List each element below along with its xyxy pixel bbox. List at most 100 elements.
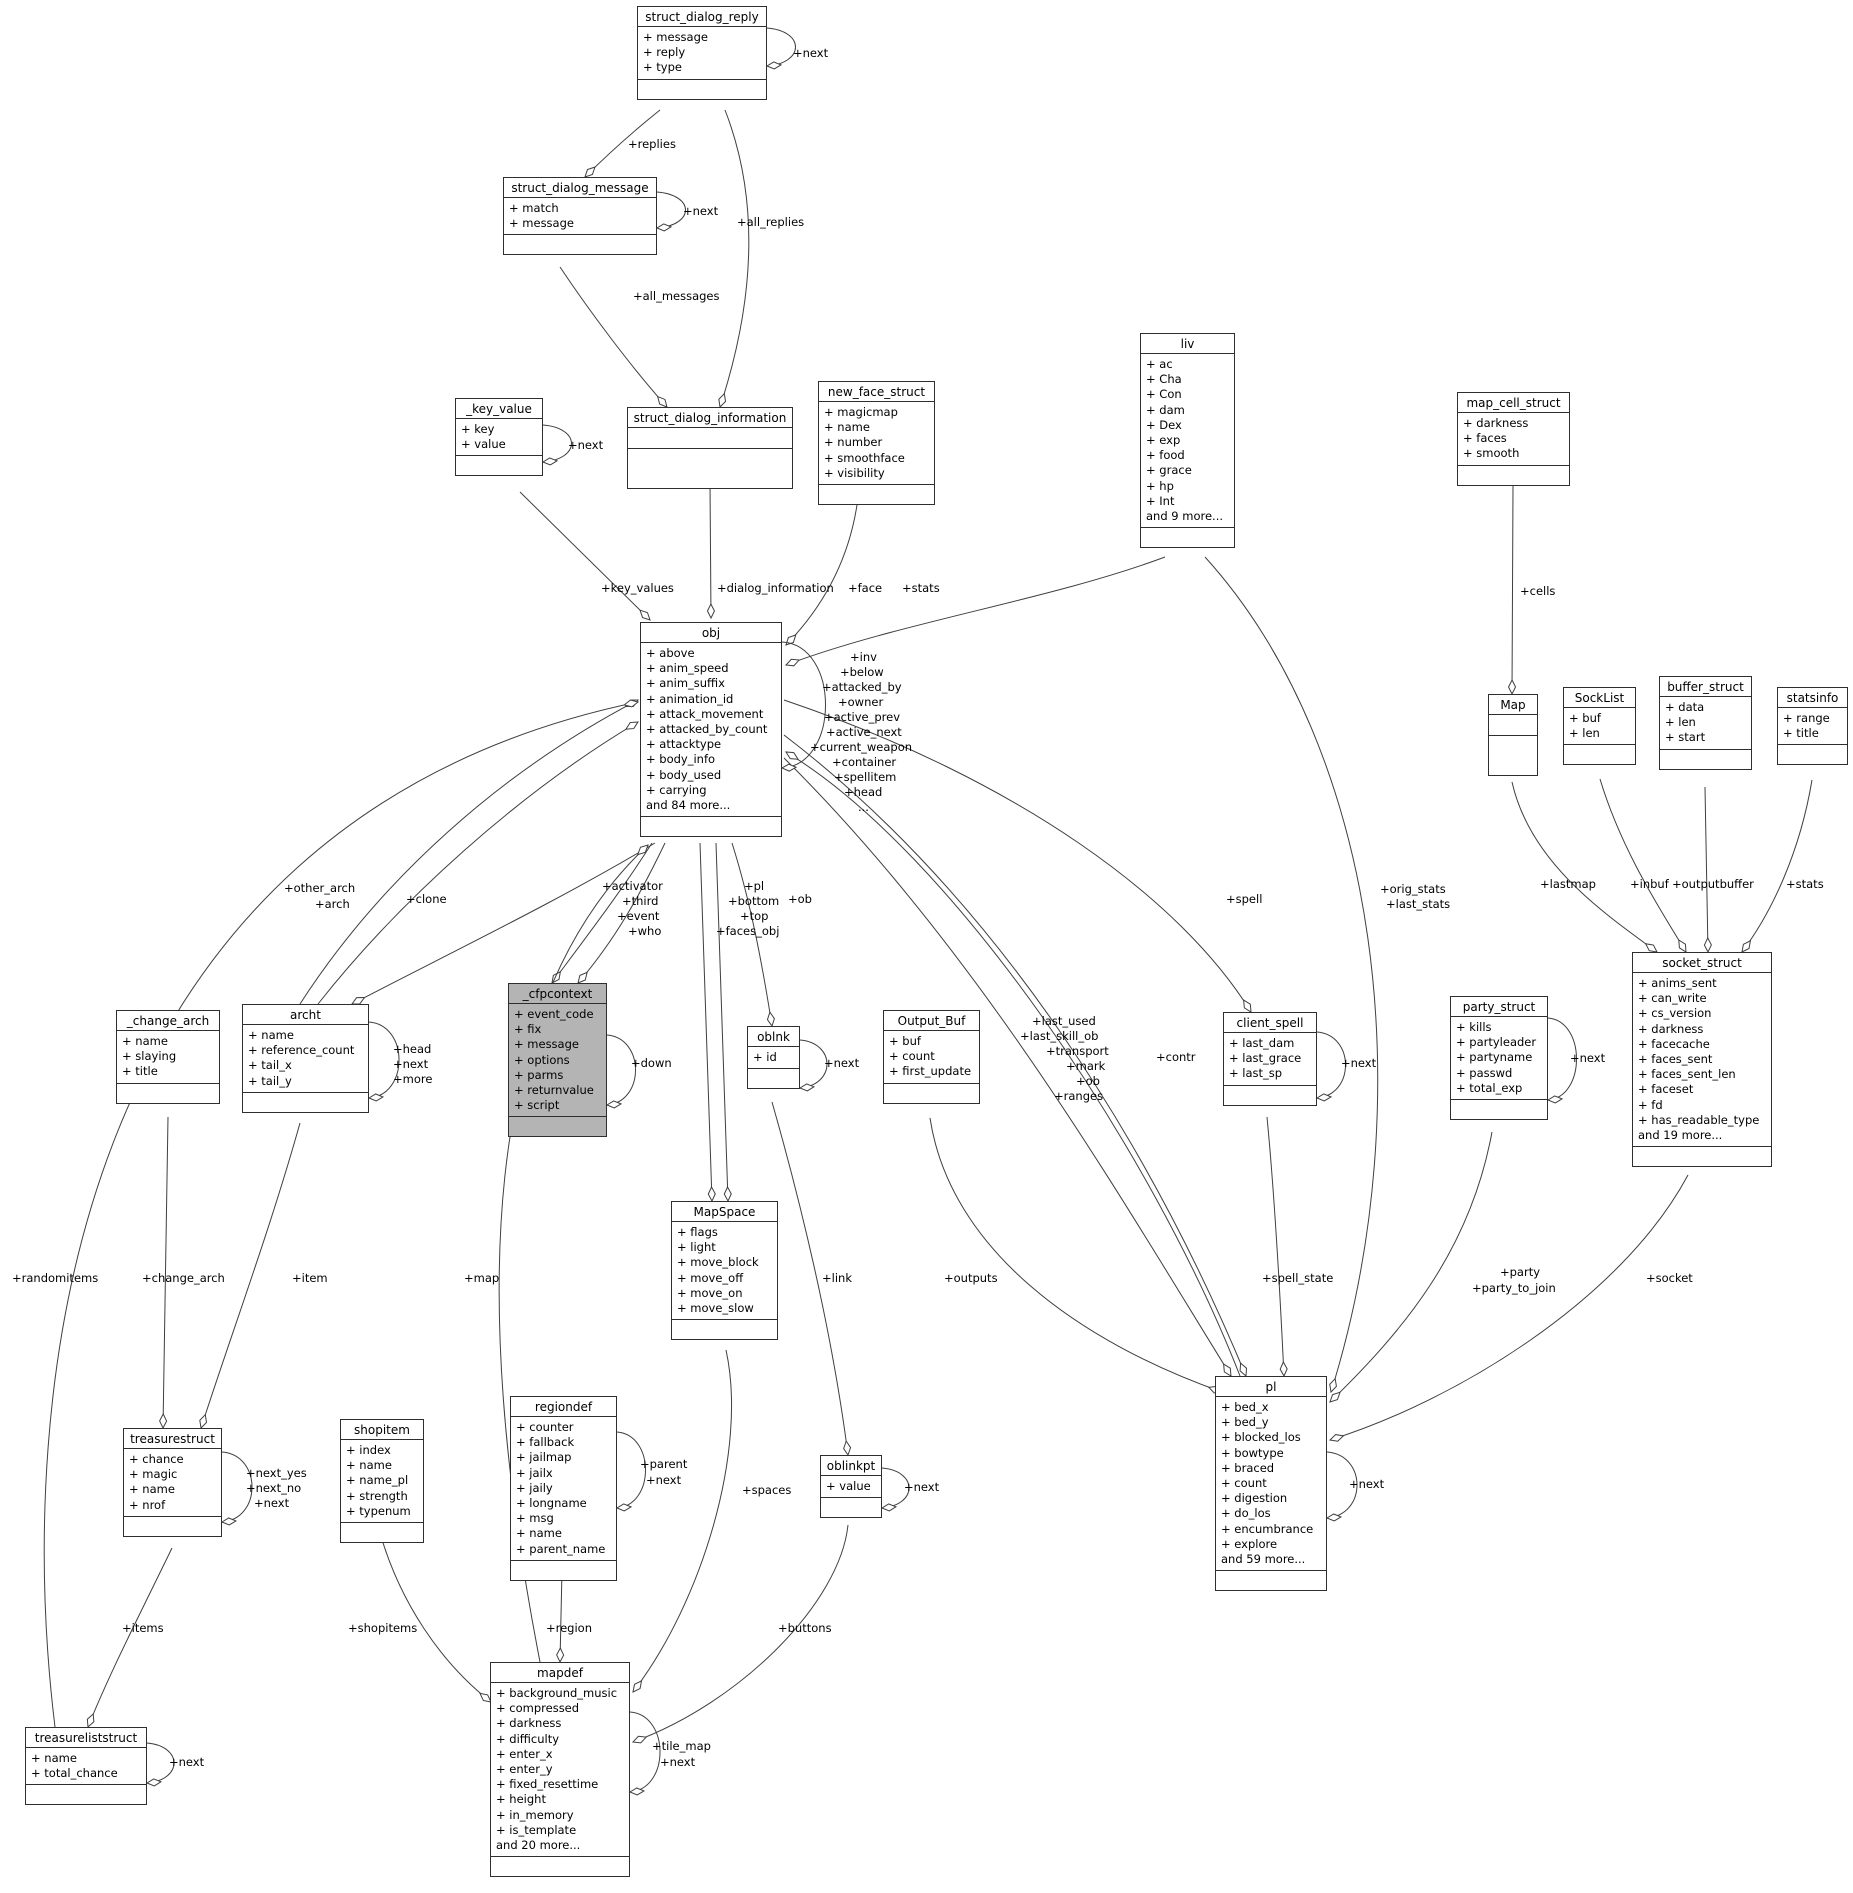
attribute-row: + blocked_los [1221,1430,1301,1445]
empty-methods-section [1458,466,1569,482]
edge-label: +ob [788,892,812,906]
class-box-pl[interactable]: pl+ bed_x+ bed_y+ blocked_los+ bowtype+ … [1215,1376,1327,1591]
class-box-Output_Buf[interactable]: Output_Buf+ buf+ count+ first_update [883,1010,980,1104]
class-title: liv [1141,334,1234,354]
attribute-row: + anim_suffix [646,676,725,691]
class-box-oblnk[interactable]: oblnk+ id [747,1026,800,1089]
attribute-list: + darkness+ faces+ smooth [1458,413,1569,466]
edge-label: +top [740,909,768,923]
edge-label: +outputbuffer [1672,877,1754,891]
attribute-row: + darkness [1463,416,1529,430]
class-box-MapSpace[interactable]: MapSpace+ flags+ light+ move_block+ move… [671,1201,778,1340]
edge-label: +randomitems [12,1271,98,1285]
empty-methods-section [1660,750,1751,766]
class-box-Map[interactable]: Map [1488,694,1538,776]
association-edge [560,1569,562,1662]
class-box-liv[interactable]: liv+ ac+ Cha+ Con+ dam+ Dex+ exp+ food+ … [1140,333,1235,548]
attribute-row: + count [889,1049,935,1064]
class-box-socket_struct[interactable]: socket_struct+ anims_sent+ can_write+ cs… [1632,952,1772,1167]
class-box-struct_dialog_reply[interactable]: struct_dialog_reply+ message+ reply+ typ… [637,6,767,100]
attribute-row: + darkness [1638,1021,1704,1036]
attribute-row: + anim_speed [646,661,729,676]
attribute-list: + last_dam+ last_grace+ last_sp [1224,1033,1316,1086]
attribute-row: + title [1783,726,1819,741]
class-box-_cfpcontext[interactable]: _cfpcontext+ event_code+ fix+ message+ o… [508,983,607,1137]
association-edge [929,1117,1222,1392]
association-edge [43,702,638,1728]
attribute-row: + move_slow [677,1301,754,1316]
attribute-row: + script [514,1098,560,1113]
class-box-party_struct[interactable]: party_struct+ kills+ partyleader+ partyn… [1450,996,1548,1120]
attribute-row: + height [496,1792,546,1807]
attribute-row: + cs_version [1638,1006,1712,1021]
class-box-struct_dialog_information[interactable]: struct_dialog_information [627,407,793,489]
attribute-row: + key [461,422,495,436]
class-box-client_spell[interactable]: client_spell+ last_dam+ last_grace+ last… [1223,1012,1317,1106]
association-edges [43,27,1813,1792]
class-box-oblinkpt[interactable]: oblinkpt+ value [820,1455,882,1518]
association-edge [783,699,1251,1012]
class-title: client_spell [1224,1013,1316,1033]
class-box-mapdef[interactable]: mapdef+ background_music+ compressed+ da… [490,1662,630,1877]
edge-label: +spell [1226,892,1262,906]
attribute-row: + name [516,1526,562,1541]
class-box-map_cell_struct[interactable]: map_cell_struct+ darkness+ faces+ smooth [1457,392,1570,486]
edge-label: +party_to_join [1472,1281,1556,1295]
class-box-new_face_struct[interactable]: new_face_struct+ magicmap+ name+ number+… [818,381,935,505]
edge-labels: +replies+all_replies+all_messages+key_va… [12,46,1824,1769]
class-box-_key_value[interactable]: _key_value+ key+ value [455,398,543,476]
edge-label: +clone [406,892,447,906]
edge-label: +who [628,924,661,938]
attribute-row: + faces [1463,431,1507,446]
attribute-row: + bed_x [1221,1400,1269,1414]
class-box-shopitem[interactable]: shopitem+ index+ name+ name_pl+ strength… [340,1419,424,1543]
class-box-struct_dialog_message[interactable]: struct_dialog_message+ match+ message [503,177,657,255]
attribute-list: + magicmap+ name+ number+ smoothface+ vi… [819,402,934,486]
association-edge [369,1021,400,1098]
attribute-row: + type [643,60,682,75]
edge-label: +dialog_information [717,581,834,595]
class-box-treasurestruct[interactable]: treasurestruct+ chance+ magic+ name+ nro… [123,1428,222,1537]
attribute-row: + counter [516,1420,574,1434]
edge-label: +spaces [742,1483,791,1497]
edge-label: +faces_obj [716,924,779,938]
attribute-row: + anims_sent [1638,976,1717,990]
attribute-row: + range [1783,711,1830,725]
attribute-row: + last_dam [1229,1036,1295,1050]
empty-methods-section [1564,745,1635,761]
empty-attributes-section [628,428,792,449]
edge-label: +next [1349,1477,1385,1491]
class-box-_change_arch[interactable]: _change_arch+ name+ slaying+ title [116,1010,220,1104]
attribute-row: + bed_y [1221,1415,1269,1430]
edge-label: +third [622,894,658,908]
empty-methods-section [26,1785,146,1801]
attribute-row: + partyname [1456,1050,1533,1065]
attribute-row: + facecache [1638,1036,1710,1051]
association-edge [607,1034,636,1105]
attribute-row: + parent_name [516,1541,606,1556]
edge-label: +inbuf [1630,877,1670,891]
association-edge [710,482,711,618]
edge-label: +more [393,1072,432,1086]
attribute-row: + last_sp [1229,1066,1283,1081]
attribute-row: + is_template [496,1822,577,1837]
attribute-row: + do_los [1221,1506,1271,1521]
attribute-row: + start [1665,730,1706,745]
attribute-list: + range+ title [1778,708,1847,746]
class-box-SockList[interactable]: SockList+ buf+ len [1563,687,1636,765]
empty-methods-section [117,1084,219,1100]
empty-methods-section [1224,1086,1316,1102]
attribute-row: + last_grace [1229,1051,1302,1066]
class-box-regiondef[interactable]: regiondef+ counter+ fallback+ jailmap+ j… [510,1396,617,1581]
class-box-statsinfo[interactable]: statsinfo+ range+ title [1777,687,1848,765]
edge-label: +next [169,1755,205,1769]
class-box-archt[interactable]: archt+ name+ reference_count+ tail_x+ ta… [242,1004,369,1113]
class-box-treasureliststruct[interactable]: treasureliststruct+ name+ total_chance [25,1727,147,1805]
attribute-row: + enter_x [496,1746,553,1761]
attribute-row: + light [677,1240,716,1255]
association-edge [543,424,572,462]
class-box-buffer_struct[interactable]: buffer_struct+ data+ len+ start [1659,676,1752,770]
class-box-obj[interactable]: obj+ above+ anim_speed+ anim_suffix+ ani… [640,622,782,837]
attribute-row: + number [824,435,883,450]
